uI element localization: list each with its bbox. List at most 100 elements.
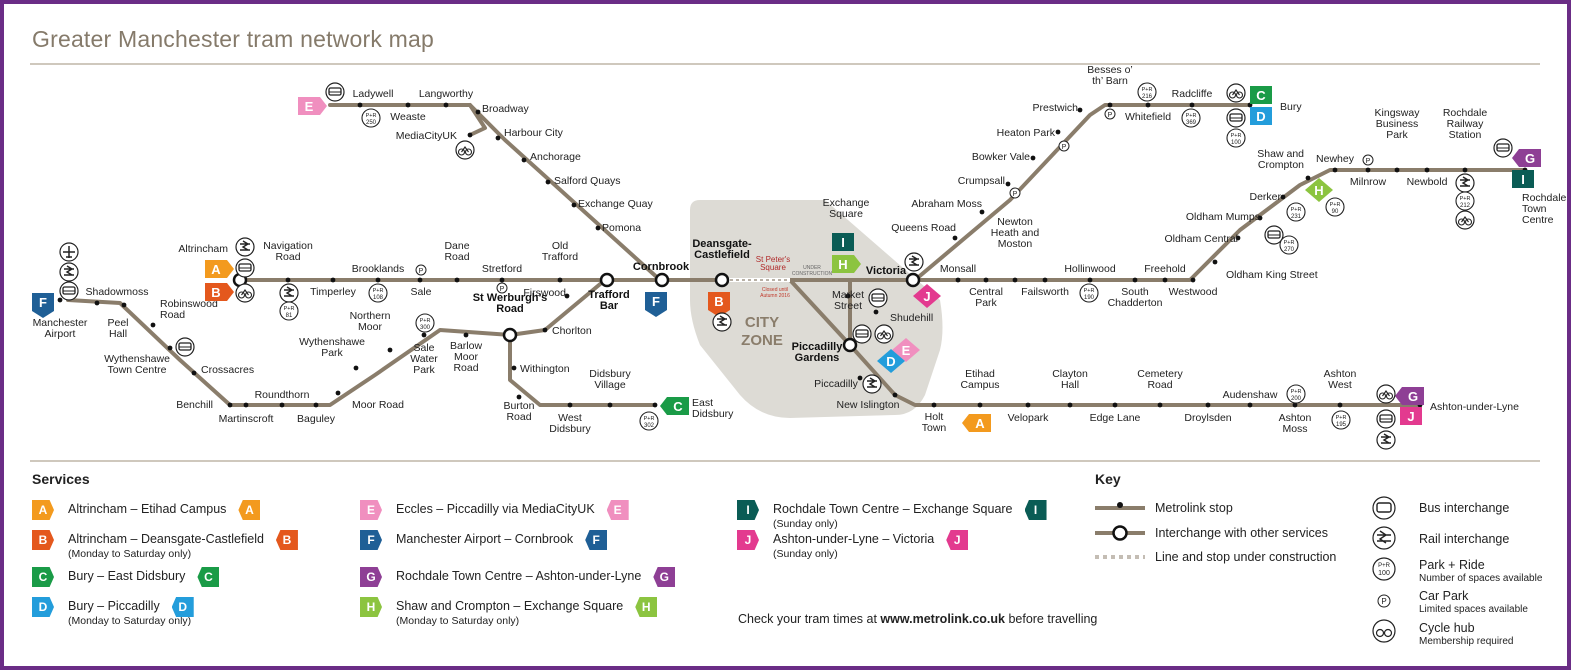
station-shudehill[interactable]: Shudehill: [873, 309, 934, 324]
route-badge-a[interactable]: A: [962, 414, 991, 432]
station-newhey[interactable]: Newhey: [1316, 153, 1355, 173]
station-oldham-central[interactable]: Oldham Central: [1164, 233, 1241, 245]
route-badge-h[interactable]: H: [1305, 178, 1333, 202]
station-timperley[interactable]: Timperley: [310, 277, 357, 298]
route-badge-e[interactable]: E: [298, 97, 327, 115]
route-badge-c[interactable]: C: [660, 397, 689, 415]
station-freehold[interactable]: Freehold: [1144, 263, 1186, 283]
route-badge-h[interactable]: H: [832, 255, 861, 273]
station-cornbrook[interactable]: Cornbrook: [633, 261, 690, 288]
station-besses-o-th-barn[interactable]: Besses o’th’ Barn: [1087, 64, 1133, 108]
route-badge-j[interactable]: J: [1400, 407, 1422, 425]
station-martinscroft[interactable]: Martinscroft: [219, 402, 274, 425]
station-langworthy[interactable]: Langworthy: [419, 88, 474, 108]
station-droylsden[interactable]: Droylsden: [1184, 402, 1232, 424]
route-badge-i[interactable]: I: [832, 233, 854, 251]
route-badge-i[interactable]: I: [1512, 170, 1534, 188]
route-badge-f[interactable]: F: [645, 292, 667, 317]
station-withington[interactable]: Withington: [511, 363, 570, 375]
station-velopark[interactable]: Velopark: [1008, 402, 1050, 424]
station-derker[interactable]: Derker: [1249, 191, 1286, 203]
station-oldham-mumps[interactable]: Oldham Mumps: [1186, 211, 1263, 223]
station-anchorage[interactable]: Anchorage: [521, 151, 581, 163]
route-badge-j[interactable]: J: [913, 284, 941, 308]
station-bowker-vale[interactable]: Bowker Vale: [972, 151, 1036, 163]
station-newbold[interactable]: Newbold: [1407, 167, 1448, 188]
route-badge-d[interactable]: D: [877, 349, 905, 373]
station-new-islington[interactable]: New Islington: [836, 392, 900, 411]
station-roundthorn[interactable]: Roundthorn: [255, 389, 310, 408]
station-benchill[interactable]: Benchill: [176, 399, 233, 411]
station-ashton-under-lyne[interactable]: Ashton-under-Lyne: [1417, 401, 1519, 413]
route-badge-d[interactable]: D: [1250, 107, 1272, 125]
route-badge-f[interactable]: F: [32, 293, 54, 318]
station-broadway[interactable]: Broadway: [475, 103, 530, 115]
station-hollinwood[interactable]: Hollinwood: [1064, 263, 1116, 283]
station-milnrow[interactable]: Milnrow: [1350, 167, 1387, 188]
station-sale[interactable]: Sale: [410, 277, 432, 298]
station-pomona[interactable]: Pomona: [595, 222, 642, 234]
station-prestwich[interactable]: Prestwich: [1032, 102, 1083, 114]
route-badge-g[interactable]: G: [1395, 387, 1424, 405]
station-oldham-king-street[interactable]: Oldham King Street: [1212, 259, 1318, 281]
station-firswood[interactable]: Firswood: [523, 287, 570, 299]
footer-url[interactable]: www.metrolink.co.uk: [880, 612, 1005, 626]
station-shadowmoss[interactable]: Shadowmoss: [85, 286, 149, 306]
station-abraham-moss[interactable]: Abraham Moss: [911, 198, 985, 215]
station-salford-quays[interactable]: Salford Quays: [545, 175, 621, 187]
station-chorlton[interactable]: Chorlton: [542, 325, 592, 337]
station-crossacres[interactable]: Crossacres: [191, 364, 255, 376]
station-weaste[interactable]: Weaste: [390, 102, 426, 123]
station-edge-lane[interactable]: Edge Lane: [1090, 402, 1141, 424]
station-mediacityuk[interactable]: MediaCityUK: [396, 130, 473, 142]
route-badge-c[interactable]: C: [1250, 86, 1272, 104]
station-monsall[interactable]: Monsall: [940, 263, 976, 283]
station-crumpsall[interactable]: Crumpsall: [958, 175, 1011, 187]
station-victoria[interactable]: Victoria: [866, 265, 921, 288]
route-badge-b[interactable]: B: [205, 283, 234, 301]
route-badge-b[interactable]: B: [708, 292, 730, 317]
station-radcliffe[interactable]: Radcliffe: [1172, 88, 1213, 108]
station-exchange-quay[interactable]: Exchange Quay: [571, 198, 654, 210]
station-stretford[interactable]: Stretford: [482, 263, 522, 283]
station-baguley[interactable]: Baguley: [297, 402, 336, 425]
station-moor-road[interactable]: Moor Road: [335, 390, 405, 411]
route-badge-g[interactable]: G: [1512, 149, 1541, 167]
station-whitefield[interactable]: Whitefield: [1125, 102, 1171, 123]
station-failsworth[interactable]: Failsworth: [1021, 277, 1069, 298]
station-westwood[interactable]: Westwood: [1169, 277, 1218, 298]
station-harbour-city[interactable]: Harbour City: [495, 127, 564, 141]
station-piccadilly[interactable]: Piccadilly: [814, 375, 863, 390]
station-brooklands[interactable]: Brooklands: [352, 263, 405, 283]
